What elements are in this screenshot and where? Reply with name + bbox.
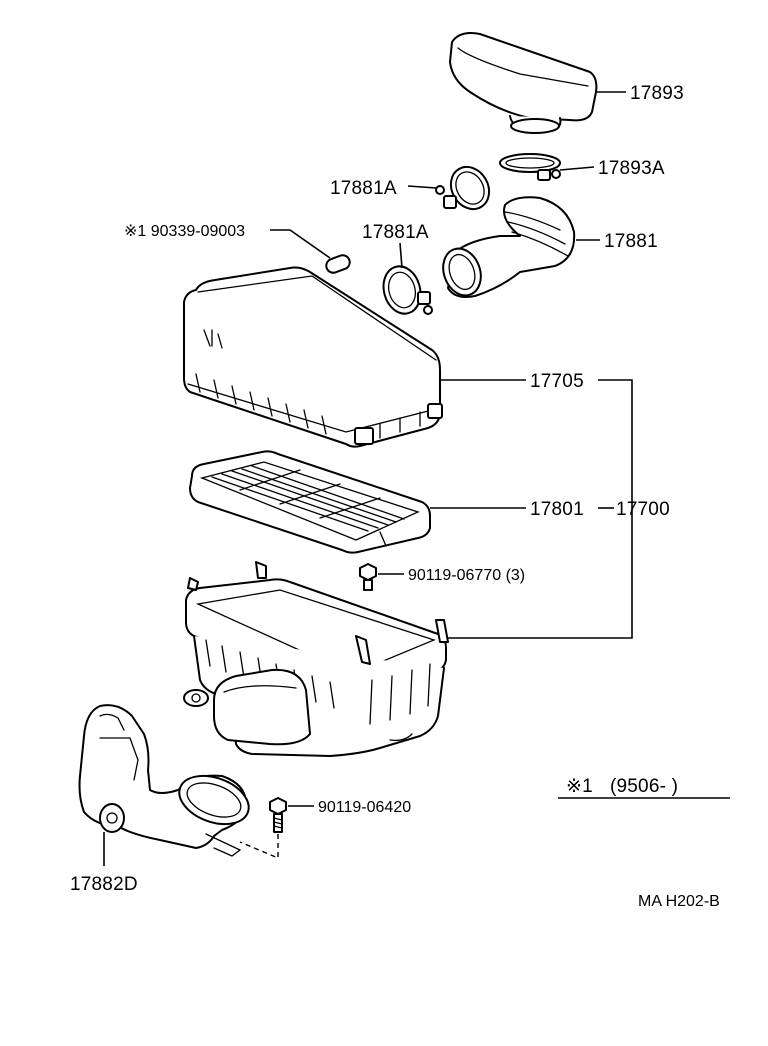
leader-90339 [270, 229, 331, 259]
label-17700: 17700 [616, 499, 670, 520]
intake-cap-part [449, 32, 598, 134]
label-17801: 17801 [530, 499, 584, 520]
label-17882D: 17882D [70, 874, 138, 895]
bolt-90119-06770-part [359, 563, 377, 591]
figure-code: MA H202-B [638, 893, 720, 910]
label-17705: 17705 [530, 371, 584, 392]
bracket-17700 [448, 379, 633, 639]
air-filter-element-part [189, 450, 431, 554]
note-marker: ※1 [566, 776, 593, 797]
label-17881: 17881 [604, 231, 658, 252]
small-plug-part [325, 254, 351, 274]
note-range: (9506- ) [610, 776, 678, 797]
label-90119-06420: 90119-06420 [318, 799, 411, 816]
hose-clamp-upper-right [499, 153, 561, 181]
label-17881A-upper: 17881A [330, 178, 397, 199]
intake-duct-17882D-part [78, 704, 250, 857]
label-17893A: 17893A [598, 158, 665, 179]
label-90119-06770: 90119-06770 (3) [408, 567, 525, 584]
label-90339-09003: ※1 90339-09003 [124, 223, 245, 240]
label-17893: 17893 [630, 83, 684, 104]
label-17881A-lower: 17881A [362, 222, 429, 243]
leader-17881A-lower [399, 242, 403, 269]
air-cleaner-case-part [183, 561, 449, 757]
bolt-install-path [239, 834, 279, 860]
intake-hose-part [442, 196, 576, 298]
leader-17893A [559, 166, 595, 171]
hose-clamp-lower [382, 265, 433, 315]
hose-clamp-upper-left [435, 165, 491, 211]
leader-17881A-upper [407, 185, 437, 189]
air-cleaner-cap-part [183, 266, 443, 448]
bolt-90119-06420-part [269, 797, 287, 833]
